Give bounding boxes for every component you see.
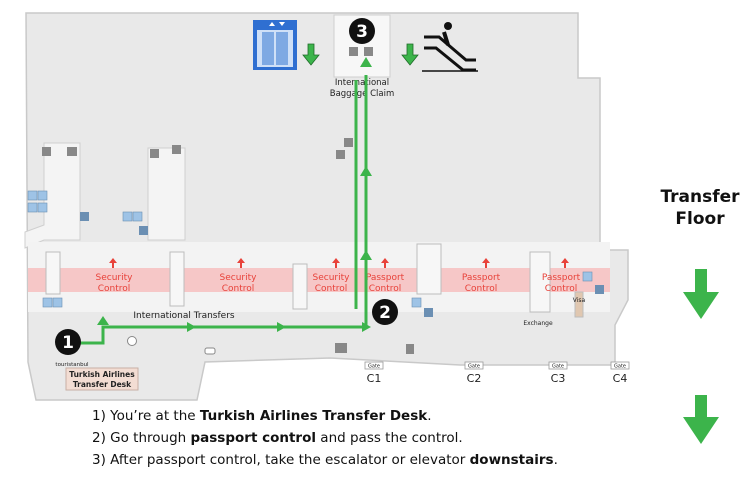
transfer-desk-label: Transfer Desk — [73, 380, 132, 389]
svg-text:C4: C4 — [613, 372, 628, 385]
svg-text:Gate: Gate — [368, 364, 380, 370]
transfer-route — [75, 75, 368, 345]
passport-control-label: Control — [465, 284, 498, 294]
restroom-icon — [27, 190, 593, 308]
pillar — [292, 263, 308, 310]
wheelchair-icon — [80, 212, 604, 317]
passport-control-label: Control — [369, 284, 402, 294]
route-arrow-icon — [97, 57, 372, 332]
transfer-floor-title: Transfer Floor — [660, 187, 740, 229]
arrow-down-icon — [683, 269, 719, 444]
security-control-label: Control — [315, 284, 348, 294]
passport-control-label: Passport — [366, 273, 405, 283]
pillar — [574, 291, 584, 318]
floor-plan — [25, 12, 629, 401]
exchange-label: Exchange — [523, 320, 553, 327]
security-control-label: Security — [96, 273, 134, 283]
instructions: 1) You’re at the Turkish Airlines Transf… — [92, 405, 652, 471]
step-marker-1: 1 — [55, 329, 81, 355]
center-wing — [147, 147, 186, 241]
svg-text:Gate: Gate — [614, 364, 626, 370]
svg-text:Gate: Gate — [468, 364, 480, 370]
escalator-sign-icon — [42, 47, 414, 354]
passport-control-label: Passport — [542, 273, 581, 283]
up-arrow-icon — [109, 258, 569, 268]
baggage-claim-label: Baggage Claim — [330, 89, 395, 99]
security-band — [28, 268, 610, 292]
svg-text:Gate: Gate — [552, 364, 564, 370]
security-control-label: Control — [98, 284, 131, 294]
svg-text:3: 3 — [356, 22, 368, 42]
info-icon — [127, 336, 216, 355]
svg-text:1: 1 — [62, 333, 74, 353]
step-marker-3: 3 — [349, 18, 375, 44]
arrow-down-icon — [302, 43, 419, 66]
svg-text:2: 2 — [379, 303, 391, 323]
gate-c3: Gate C3 — [548, 361, 568, 385]
passport-control-label: Passport — [462, 273, 501, 283]
step-marker-2: 2 — [372, 299, 398, 325]
international-transfers-label: International Transfers — [133, 311, 234, 321]
escalator-icon — [422, 22, 478, 72]
instruction-step-1: 1) You’re at the Turkish Airlines Transf… — [92, 408, 432, 424]
passport-control-label: Control — [545, 284, 578, 294]
gate-c2: Gate C2 — [464, 361, 484, 385]
security-control-label: Control — [222, 284, 255, 294]
transfer-desk-label: Turkish Airlines — [69, 370, 135, 379]
tourist-info-label: touristanbul — [55, 362, 89, 368]
gate-c4: Gate C4 — [610, 361, 630, 385]
instruction-step-2: 2) Go through passport control and pass … — [92, 430, 463, 446]
visa-label: Visa — [573, 297, 586, 304]
transfer-desk — [65, 367, 139, 391]
pillar — [416, 243, 442, 295]
security-control-label: Security — [313, 273, 351, 283]
baggage-claim-label: International — [335, 78, 389, 88]
pillar — [529, 251, 551, 313]
svg-text:C1: C1 — [367, 372, 382, 385]
instruction-step-3: 3) After passport control, take the esca… — [92, 452, 558, 468]
security-control-label: Security — [220, 273, 258, 283]
pillar — [45, 251, 61, 295]
elevator-icon — [253, 20, 297, 70]
svg-text:C3: C3 — [551, 372, 566, 385]
gate-c1: Gate C1 — [364, 361, 384, 385]
svg-text:C2: C2 — [467, 372, 482, 385]
pillar — [169, 251, 185, 307]
